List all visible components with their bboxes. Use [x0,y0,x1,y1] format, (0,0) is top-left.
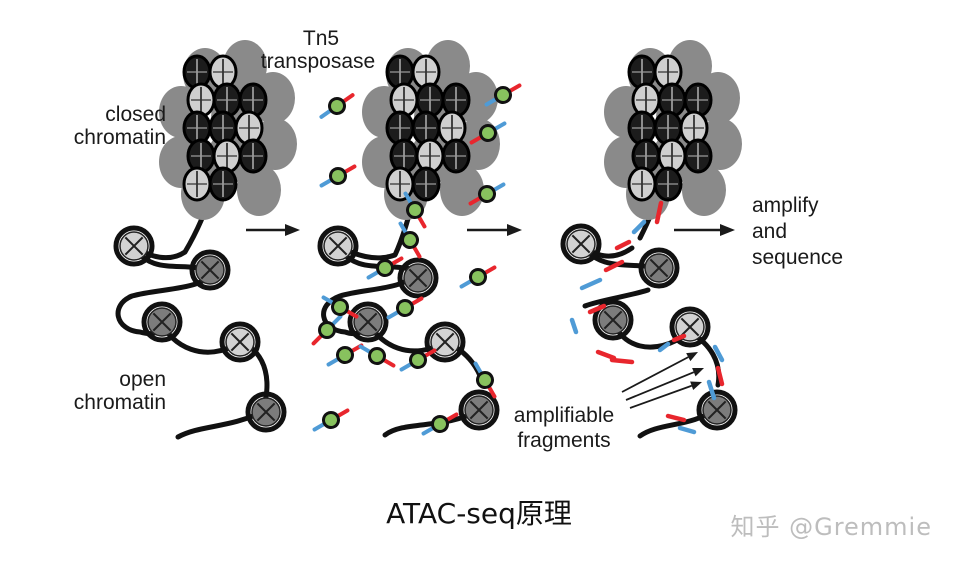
nucleosome [192,252,228,288]
tn5-enzyme [395,298,415,318]
fragment-pointer-shaft [626,372,694,400]
nucleosome [248,394,284,430]
watermark: 知乎 @Gremmie [730,507,932,542]
tn5-transposome [311,404,351,436]
nucleosome [116,228,152,264]
open-chromatin-label-line2: chromatin [74,391,166,414]
nucleosome [563,226,599,262]
closed-chromatin-label-line2: chromatin [74,126,166,149]
tn5-label-line1: Tn5 [303,27,339,50]
nucleosome [350,304,386,340]
adapter-tag-red [668,416,684,420]
adapter-tag-red [598,352,614,358]
amplify-label-line1: amplify [752,194,819,217]
process-arrow-head [507,224,522,236]
fragments-label-line1: amplifiable [514,404,614,427]
adapter-tag-blue [680,428,694,432]
nucleosome [144,304,180,340]
adapter-tag-red [612,360,632,362]
nucleosome [641,250,677,286]
adapter-tag-red [617,242,629,248]
closed-chromatin-layer [159,40,742,220]
fragments-label-line2: fragments [517,429,610,452]
tn5-enzyme [468,267,488,287]
process-arrow-head [720,224,735,236]
nucleosome-layer [116,226,735,430]
tn5-transposome [318,160,358,192]
amplify-label-line3: sequence [752,246,843,269]
nucleosome [699,392,735,428]
open-chromatin-label-line1: open [119,368,166,391]
process-arrow-head [285,224,300,236]
tn5-transposome [317,89,357,123]
tn5-label-line2: transposase [261,50,375,73]
tn5-enzyme [321,410,341,430]
tn5-enzyme [430,414,450,434]
nucleosome [427,324,463,360]
tn5-enzyme [328,166,348,186]
adapter-tag-blue [572,320,576,332]
amplify-label-line2: and [752,220,787,243]
fragment-pointer-shaft [630,386,692,408]
nucleosome [320,228,356,264]
fragment-pointer-head [690,382,702,390]
tn5-enzyme [375,258,395,278]
tn5-transposome [458,261,498,293]
closed-chromatin-label-line1: closed [105,103,166,126]
nucleosome [222,324,258,360]
tn5-enzyme [367,346,387,366]
adapter-tag-blue [582,280,600,288]
tn5-transposome [325,339,365,371]
nucleosome [461,392,497,428]
tn5-enzyme [335,345,355,365]
nucleosome [400,260,436,296]
fragment-pointer-head [692,368,704,376]
closed-chromatin-cluster [604,40,742,220]
